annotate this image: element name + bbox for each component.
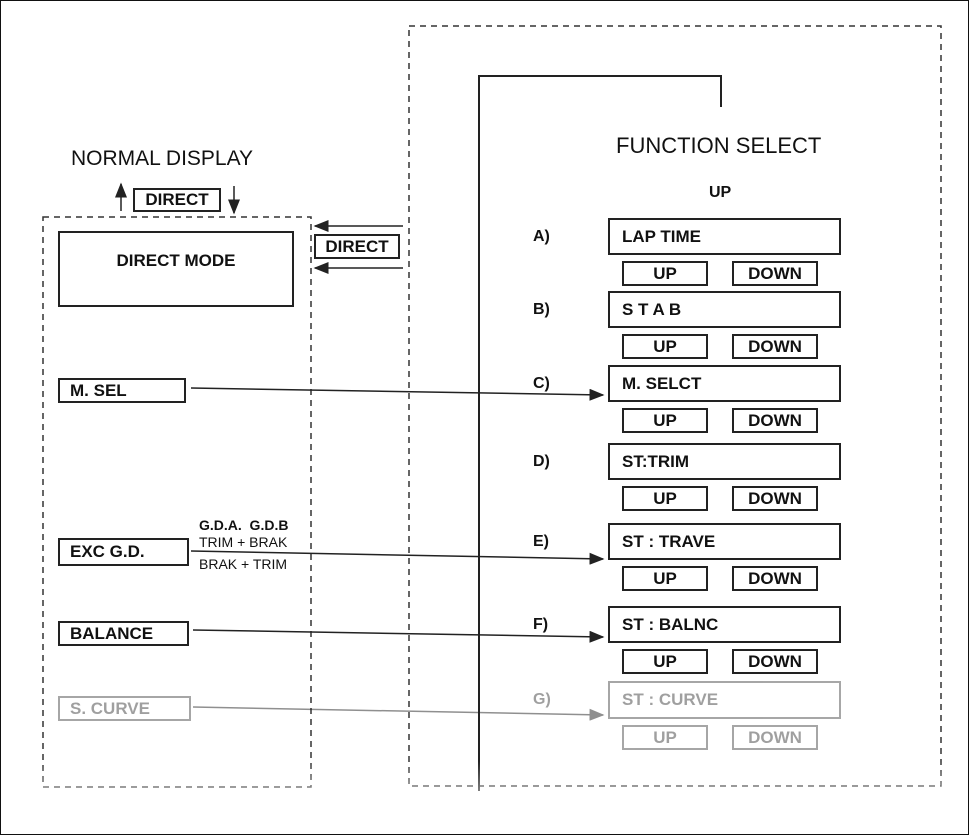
arrow-mselect <box>190 387 605 401</box>
function-display: ST:TRIM <box>608 443 841 480</box>
exc-note-header: G.D.A. G.D.B <box>199 517 289 533</box>
function-up-button[interactable]: UP <box>622 649 708 674</box>
function-up-label: UP <box>709 184 732 201</box>
function-display: S T A B <box>608 291 841 328</box>
function-down-button[interactable]: DOWN <box>732 486 818 511</box>
function-up-button[interactable]: UP <box>622 486 708 511</box>
key-m-sel[interactable]: M. SEL <box>58 378 186 403</box>
function-display: LAP TIME <box>608 218 841 255</box>
function-letter: D) <box>533 453 550 470</box>
exc-note-line2: BRAK + TRIM <box>199 556 288 572</box>
function-letter: F) <box>533 616 549 633</box>
function-up-button[interactable]: UP <box>622 566 708 591</box>
function-display: ST : TRAVE <box>608 523 841 560</box>
function-letter: G) <box>533 691 551 708</box>
function-down-button[interactable]: DOWN <box>732 566 818 591</box>
exc-note-line1: TRIM + BRAK <box>199 534 288 550</box>
function-up-button[interactable]: UP <box>622 261 708 286</box>
function-down-button[interactable]: DOWN <box>732 725 818 750</box>
function-down-button[interactable]: DOWN <box>732 261 818 286</box>
function-bracket-line <box>478 75 722 791</box>
function-display: ST : CURVE <box>608 681 841 719</box>
key-s-curve[interactable]: S. CURVE <box>58 696 191 721</box>
function-up-button[interactable]: UP <box>622 408 708 433</box>
function-letter: A) <box>533 228 550 245</box>
function-display: M. SELCT <box>608 365 841 402</box>
key-exc-gd[interactable]: EXC G.D. <box>58 538 189 566</box>
function-up-button[interactable]: UP <box>622 334 708 359</box>
function-down-button[interactable]: DOWN <box>732 408 818 433</box>
arrow-balance <box>192 629 605 643</box>
direct-key-side[interactable]: DIRECT <box>314 234 400 259</box>
function-letter: E) <box>533 533 549 550</box>
function-select-title: FUNCTION SELECT <box>616 133 822 158</box>
function-letter: C) <box>533 375 550 392</box>
arrow-exc-gd <box>190 550 605 565</box>
function-up-button[interactable]: UP <box>622 725 708 750</box>
function-letter: B) <box>533 301 550 318</box>
function-down-button[interactable]: DOWN <box>732 334 818 359</box>
arrow-scurve <box>192 706 605 721</box>
function-down-button[interactable]: DOWN <box>732 649 818 674</box>
direct-mode-box: DIRECT MODE <box>58 231 294 307</box>
direct-key-top[interactable]: DIRECT <box>133 188 221 212</box>
function-area-dashed-frame <box>408 25 942 787</box>
function-display: ST : BALNC <box>608 606 841 643</box>
key-balance[interactable]: BALANCE <box>58 621 189 646</box>
normal-display-label: NORMAL DISPLAY <box>71 147 254 170</box>
